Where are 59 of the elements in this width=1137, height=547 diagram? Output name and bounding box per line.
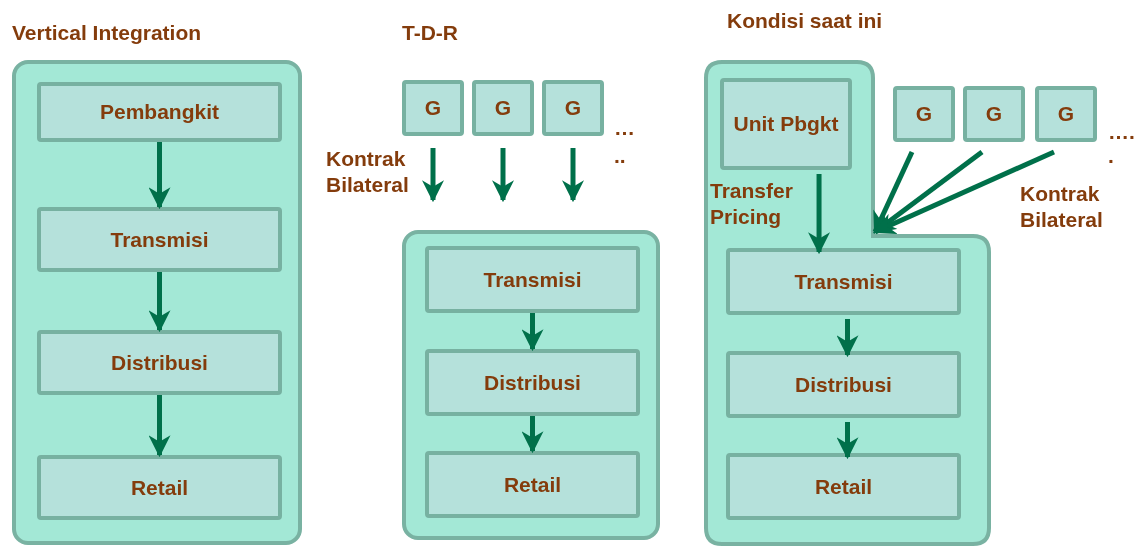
process-box — [726, 351, 961, 418]
arrow — [148, 272, 171, 333]
box-label: Distribusi — [795, 371, 892, 398]
edge-label: Transfer Pricing — [710, 178, 794, 231]
group-panel — [402, 230, 660, 540]
arrow — [521, 416, 544, 454]
arrow — [492, 148, 514, 203]
process-box — [726, 453, 961, 520]
arrow — [872, 150, 915, 234]
process-box — [37, 455, 282, 520]
box-label: Distribusi — [484, 369, 581, 396]
group-panel — [12, 60, 302, 545]
box-label: Unit Pbgkt — [733, 111, 839, 138]
edge-label: Kontrak Bilateral — [1020, 181, 1104, 234]
box-label: Pembangkit — [100, 99, 219, 126]
text-label: T-D-R — [402, 20, 458, 46]
text-label: .. — [614, 143, 626, 169]
box-label: Retail — [503, 471, 562, 498]
edge-label: Kontrak Bilateral — [326, 146, 410, 199]
process-box — [542, 80, 604, 136]
box-label: G — [494, 95, 512, 122]
process-box — [37, 207, 282, 272]
process-box — [720, 78, 852, 170]
process-box — [425, 246, 640, 313]
process-box — [37, 82, 282, 142]
arrow — [836, 319, 859, 358]
process-box — [893, 86, 955, 142]
process-box — [726, 248, 961, 315]
text-label: Kondisi saat ini — [727, 8, 883, 34]
text-label: … — [614, 115, 635, 141]
text-label: . — [1108, 143, 1114, 169]
arrow — [148, 142, 171, 210]
box-label: Distribusi — [111, 349, 208, 376]
arrow — [148, 395, 171, 458]
process-box — [425, 451, 640, 518]
arrow — [521, 313, 544, 352]
box-label: Transmisi — [110, 226, 209, 253]
box-label: Transmisi — [483, 266, 582, 293]
box-label: Retail — [814, 473, 873, 500]
box-label: Retail — [130, 474, 189, 501]
arrow — [562, 148, 584, 203]
arrow — [836, 422, 859, 460]
process-box — [425, 349, 640, 416]
process-box — [37, 330, 282, 395]
process-box — [963, 86, 1025, 142]
box-label: G — [564, 95, 582, 122]
box-label: G — [985, 101, 1003, 128]
arrow — [873, 149, 1055, 235]
box-label: G — [424, 95, 442, 122]
arrow — [422, 148, 444, 203]
process-box — [1035, 86, 1097, 142]
text-label: …. — [1108, 119, 1135, 145]
box-label: G — [1057, 101, 1075, 128]
arrow — [808, 174, 831, 255]
process-box — [472, 80, 534, 136]
box-label: G — [915, 101, 933, 128]
process-box — [402, 80, 464, 136]
box-label: Transmisi — [794, 268, 893, 295]
text-label: Vertical Integration — [12, 20, 202, 46]
